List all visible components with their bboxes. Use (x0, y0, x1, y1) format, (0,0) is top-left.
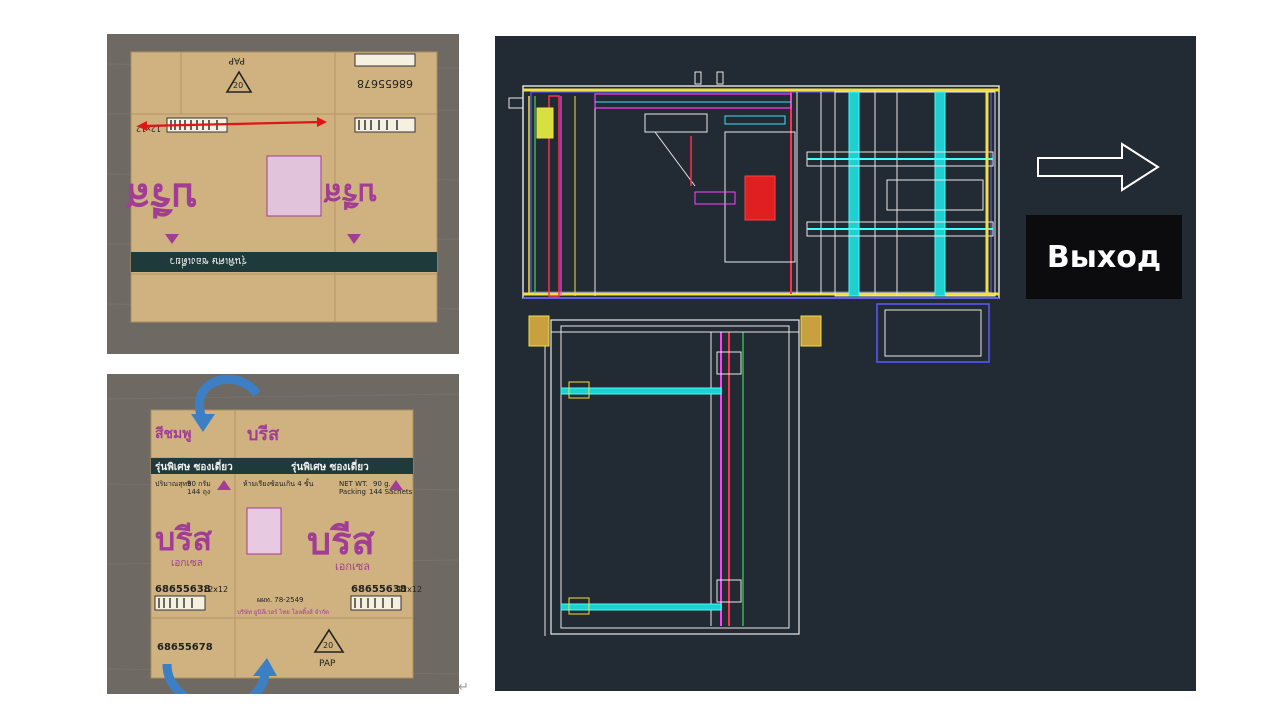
measure-arrow-left-icon (137, 121, 147, 131)
bottom-recycle-number: 20 (323, 641, 333, 650)
measure-arrow-right-icon (317, 117, 327, 127)
bottom-recycle-text: PAP (319, 659, 336, 669)
company-name: บริษัท ยูนิลีเวอร์ ไทย โฮลดิ้งส์ จำกัด (237, 606, 329, 616)
net-wt-label: NET WT. (339, 480, 368, 488)
top-brand-left: บรีส (125, 174, 197, 220)
exit-label: Выход (1026, 215, 1182, 299)
bottom-brand-left: บรีส (155, 520, 213, 558)
flat-box-bottom-drawing: สีชมพู บรีส รุ่นพิเศษ ซองเดี่ยว รุ่นพิเศ… (107, 374, 459, 694)
bottom-flap-brand: บรีส (247, 424, 280, 445)
bottom-band-text-right: รุ่นพิเศษ ซองเดี่ยว (291, 459, 369, 473)
exit-arrow-icon (1037, 142, 1160, 192)
packing-left-value: 144 ถุง (187, 488, 210, 496)
top-recycle-number: 20 (233, 81, 243, 90)
bottom-brand-sub-left: เอกเซล (171, 558, 203, 569)
cad-layout-drawing (495, 36, 1196, 691)
flat-box-photo-bottom: สีชมพู บรีส รุ่นพิเศษ ซองเดี่ยว รุ่นพิเศ… (107, 374, 459, 694)
packing-label: Packing (339, 488, 366, 496)
fold-arrow-bottom-icon (162, 663, 270, 694)
size-left: 12x12 (203, 585, 228, 594)
net-left-value: 90 กรัม (187, 480, 211, 488)
top-band-text: รุ่นพิเศษ ซองเดี่ยว (170, 255, 247, 269)
top-brand-right: บรีส (323, 176, 377, 211)
conveyor-plan-view (508, 71, 1000, 636)
stack-warning: ห้ามเรียงซ้อนเกิน 4 ชั้น (243, 477, 314, 488)
paragraph-return-mark: ↵ (458, 680, 469, 695)
size-right: 12x12 (397, 585, 422, 594)
reg-number: ผผท. 78-2549 (257, 596, 304, 604)
flap-barcode-number: 68655678 (157, 642, 213, 653)
bottom-band-text-left: รุ่นพิเศษ ซองเดี่ยว (155, 459, 233, 473)
barcode-left-number: 68655638 (155, 584, 211, 595)
top-size-label: 12x12 (136, 124, 161, 133)
flat-box-top-drawing: บรีส บรีส 20 PAP 68655678 12x12 รุ่นพิเศ… (107, 34, 459, 354)
barcode-right-number: 68655638 (351, 584, 407, 595)
bottom-corner-brand: สีชมพู (155, 426, 192, 442)
packing-value: 144 Sachets (369, 488, 413, 496)
top-barcode-number: 68655678 (357, 77, 413, 90)
bottom-brand-sub-right: เอกเซล (335, 560, 370, 573)
width-measure-line (142, 120, 322, 128)
fold-arrow-top-icon (194, 374, 261, 422)
net-wt-value: 90 g. (373, 480, 391, 488)
bottom-brand-right: บรีส (307, 519, 376, 563)
net-left-th: ปริมาณสุทธิ (155, 480, 191, 488)
flat-box-photo-top: บรีส บรีส 20 PAP 68655678 12x12 รุ่นพิเศ… (107, 34, 459, 354)
top-recycle-text: PAP (228, 55, 245, 65)
